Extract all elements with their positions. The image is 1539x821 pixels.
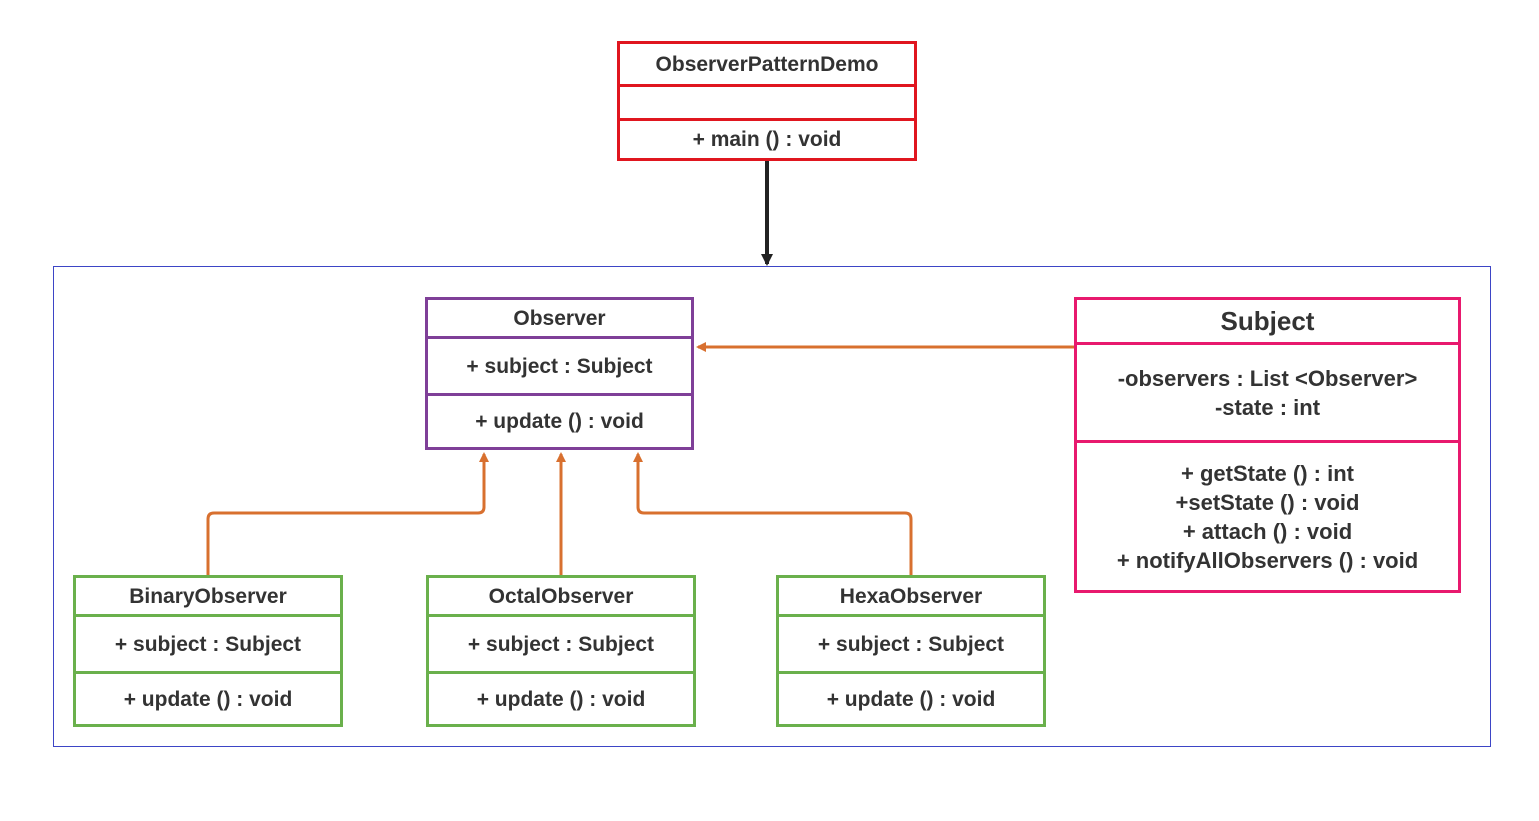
class-name: OctalObserver	[488, 584, 634, 608]
class-name-section: Observer	[428, 300, 691, 336]
class-name-section: Subject	[1077, 300, 1458, 342]
method-item: + update () : void	[476, 687, 646, 711]
method-item: + update () : void	[475, 410, 644, 433]
attribute-item: + subject : Subject	[467, 632, 655, 656]
class-hexa-observer[interactable]: HexaObserver + subject : Subject + updat…	[776, 575, 1046, 727]
method-item: + notifyAllObservers () : void	[1116, 547, 1419, 573]
attribute-item: -state : int	[1214, 394, 1321, 420]
binary-to-observer-arrow	[206, 452, 489, 577]
class-name: Observer	[513, 306, 606, 330]
attribute-item: + subject : Subject	[114, 632, 302, 656]
class-name: BinaryObserver	[129, 584, 287, 608]
hexa-to-observer-arrow	[633, 452, 913, 577]
class-name: Subject	[1220, 305, 1315, 336]
attributes-section: + subject : Subject	[428, 336, 691, 393]
attributes-section: -observers : List <Observer> -state : in…	[1077, 342, 1458, 440]
method-item: + main () : void	[692, 128, 842, 151]
attributes-section: + subject : Subject	[779, 614, 1043, 671]
methods-section: + update () : void	[76, 671, 340, 724]
class-name: HexaObserver	[839, 584, 983, 608]
methods-section: + getState () : int +setState () : void …	[1077, 440, 1458, 590]
methods-section: + update () : void	[428, 393, 691, 447]
attributes-section	[620, 84, 914, 118]
class-name-section: BinaryObserver	[76, 578, 340, 614]
attributes-section: + subject : Subject	[76, 614, 340, 671]
attribute-item: -observers : List <Observer>	[1117, 365, 1418, 391]
methods-section: + update () : void	[779, 671, 1043, 724]
method-item: + update () : void	[826, 687, 996, 711]
package-frame	[53, 266, 1491, 747]
method-item: + attach () : void	[1182, 518, 1353, 544]
class-name-section: HexaObserver	[779, 578, 1043, 614]
attribute-item: + subject : Subject	[466, 354, 653, 378]
class-name-section: ObserverPatternDemo	[620, 44, 914, 84]
methods-section: + update () : void	[429, 671, 693, 724]
class-subject[interactable]: Subject -observers : List <Observer> -st…	[1074, 297, 1461, 593]
method-item: + getState () : int	[1181, 460, 1354, 486]
attributes-section: + subject : Subject	[429, 614, 693, 671]
class-observer[interactable]: Observer + subject : Subject + update ()…	[425, 297, 694, 450]
attribute-item: + subject : Subject	[817, 632, 1005, 656]
methods-section: + main () : void	[620, 118, 914, 158]
method-item: +setState () : void	[1175, 489, 1360, 515]
class-binary-observer[interactable]: BinaryObserver + subject : Subject + upd…	[73, 575, 343, 727]
class-name: ObserverPatternDemo	[655, 52, 879, 76]
class-octal-observer[interactable]: OctalObserver + subject : Subject + upda…	[426, 575, 696, 727]
class-name-section: OctalObserver	[429, 578, 693, 614]
method-item: + update () : void	[123, 687, 293, 711]
class-observer-pattern-demo[interactable]: ObserverPatternDemo + main () : void	[617, 41, 917, 161]
